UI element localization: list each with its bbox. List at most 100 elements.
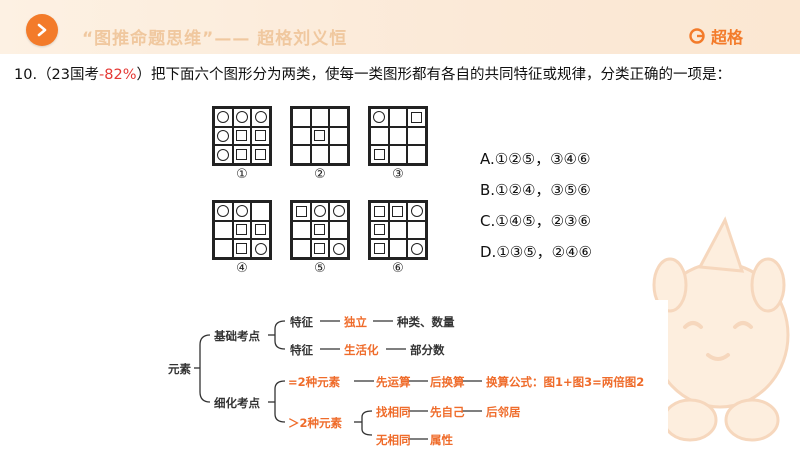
figure-cell [388,126,408,146]
question-number: 10. [14,67,38,83]
square-shape [255,149,267,161]
figure-cell [407,220,426,240]
figure-cell [329,126,348,146]
answer-options: A.①②⑤，③④⑥ B.①②④，③⑤⑥ C.①④⑤，②③⑥ D.①③⑤，②④⑥ [480,144,592,268]
question-source-end: ） [136,67,151,83]
nav-button[interactable] [26,14,58,46]
figure-cell [407,239,426,258]
figure-label: ② [314,167,326,182]
mindmap-lively: 生活化 [344,343,379,357]
mindmap-root: 元素 [168,362,191,376]
circle-shape [410,205,423,218]
figure-cell [292,202,311,221]
chevron-right-icon [37,23,47,37]
figure-cell [388,202,408,221]
figure-1: ① [212,106,276,182]
knowledge-mindmap: 元素 基础考点 特征 独立 种类、数量 特征 生活化 部分数 细化考点 =2种元… [168,300,668,450]
figure-cell [329,202,348,221]
square-shape [255,130,267,142]
square-shape [236,243,248,255]
mindmap-compute-first: 先运算 [376,375,411,389]
figure-cell [329,145,348,164]
circle-shape [373,111,386,124]
figure-cell [214,202,233,221]
figure-cell [232,108,252,127]
figure-cell [214,108,233,127]
circle-shape [254,242,267,255]
square-shape [373,205,385,217]
figure-cell [310,239,330,258]
option-d[interactable]: D.①③⑤，②④⑥ [480,243,593,261]
brand-name: 超格 [711,28,744,47]
question-text: 10.（23国考-82%）把下面六个图形分为两类，使每一类图形都有各自的共同特征… [14,62,786,89]
circle-shape [235,205,248,218]
mindmap-connectors [194,320,482,440]
figure-2: ② [290,106,354,182]
figure-cell [310,220,330,240]
question-body: 把下面六个图形分为两类，使每一类图形都有各自的共同特征或规律，分类正确的一项是： [150,67,731,83]
circle-shape [217,148,230,161]
square-shape [373,149,385,161]
circle-shape [332,242,345,255]
square-shape [411,111,423,123]
figure-cell [370,202,389,221]
figure-3: ③ [368,106,432,182]
circle-shape [217,129,230,142]
mindmap-more-elements: ＞2种元素 [288,416,343,430]
mindmap-detailed-points: 细化考点 [214,396,260,410]
square-shape [314,130,326,142]
figure-cell [329,239,348,258]
circle-shape [332,205,345,218]
figure-cell [370,108,389,127]
figure-cell [214,220,233,240]
mindmap-swap-formula: 换算公式：图1+图3=两倍图2 [486,375,645,389]
square-shape [236,224,248,236]
figure-label: ⑤ [314,261,326,276]
mindmap-self-first: 先自己 [430,405,465,419]
mindmap-partial-count: 部分数 [410,343,445,357]
figure-cell [214,239,233,258]
figure-group: ① ② ③ ④ ⑤ ⑥ [212,106,430,286]
figure-cell [370,239,389,258]
figure-cell [310,126,330,146]
figure-cell [214,126,233,146]
figure-cell [310,145,330,164]
figure-5: ⑤ [290,200,354,276]
figure-cell [292,126,311,146]
figure-cell [292,220,311,240]
figure-cell [388,220,408,240]
header-title: “图推命题思维”—— 超格刘义恒 [82,29,348,49]
mindmap-types-quantity: 种类、数量 [397,315,455,329]
figure-cell [251,126,270,146]
option-b[interactable]: B.①②④，③⑤⑥ [480,181,591,199]
circle-shape [254,111,267,124]
brand-logo-icon [689,28,705,44]
figure-cell [292,145,311,164]
figure-cell [407,145,426,164]
option-c[interactable]: C.①④⑤，②③⑥ [480,212,591,230]
figure-cell [251,239,270,258]
figure-cell [232,126,252,146]
figure-grid [290,106,350,166]
figure-cell [251,108,270,127]
figure-cell [407,108,426,127]
figure-cell [251,202,270,221]
mindmap-feature-1: 特征 [290,315,313,329]
mindmap-no-same: 无相同 [376,433,411,447]
figure-cell [251,145,270,164]
figure-cell [251,220,270,240]
brand: 超格 [688,24,743,48]
figure-cell [329,108,348,127]
figure-cell [292,239,311,258]
mindmap-swap-after: 后换算 [430,375,465,389]
figure-label: ④ [236,261,248,276]
figure-cell [370,220,389,240]
circle-shape [410,242,423,255]
figure-cell [214,145,233,164]
option-a[interactable]: A.①②⑤，③④⑥ [480,150,591,168]
square-shape [373,224,385,236]
figure-grid [212,200,272,260]
figure-cell [407,126,426,146]
circle-shape [217,111,230,124]
square-shape [255,224,267,236]
